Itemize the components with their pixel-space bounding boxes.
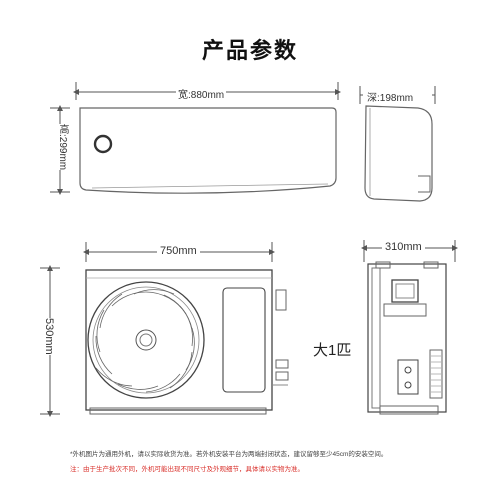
outdoor-unit-front — [40, 242, 289, 417]
page-title: 产品参数 — [201, 38, 298, 63]
footnote-2: 注：由于生产批次不同，外机可能出现不同尺寸及外观细节，具体请以实物为准。 — [70, 466, 304, 473]
indoor-height-label: 高:299mm — [55, 124, 70, 171]
indoor-width-label: 宽:880mm — [176, 86, 227, 101]
outdoor-width-label: 750mm — [157, 245, 200, 257]
model-label: 大1匹 — [313, 342, 352, 359]
footnote-1: *外机图片为通用外机，请以实际收货为准。若外机安装平台为两端封闭状态，建议留够至… — [70, 451, 388, 458]
indoor-depth-label: 深:198mm — [365, 89, 416, 104]
outdoor-unit-side — [361, 240, 458, 415]
outdoor-depth-label: 310mm — [382, 241, 425, 253]
indoor-unit-side — [359, 86, 436, 202]
outdoor-height-label: 530mm — [43, 318, 55, 355]
